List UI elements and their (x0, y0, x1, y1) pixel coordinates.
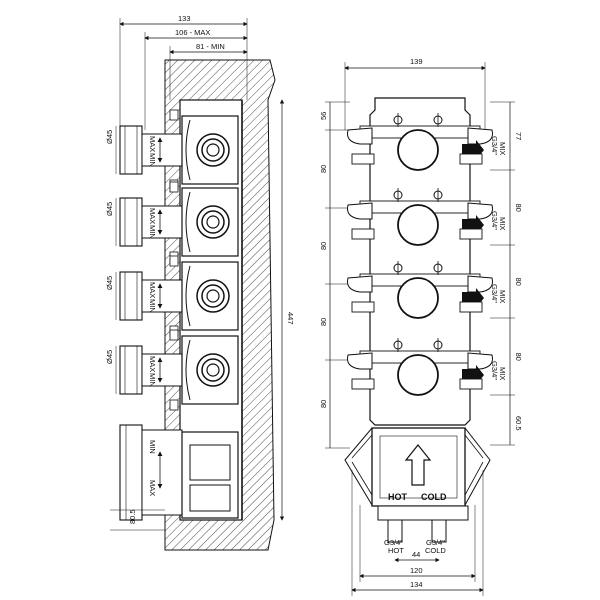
front-module: G3/4"MIX (347, 113, 507, 171)
outlet-thread-label: G3/4" (490, 361, 499, 380)
hot-label: HOT (388, 492, 408, 502)
min-label: MIN (148, 373, 157, 387)
left-dim-label: 80 (319, 242, 328, 250)
right-dim-label: 80 (514, 204, 523, 212)
dim-139: 139 (410, 57, 423, 66)
diameter-label: Ø45 (105, 202, 114, 216)
outlet-mix-label: MIX (498, 290, 507, 303)
min-label: MIN (148, 440, 157, 454)
inlet-block: HOT COLD (344, 427, 491, 543)
side-bottom-dimension: 80.5 (110, 509, 165, 531)
dim-80-5: 80.5 (128, 509, 137, 524)
outlet-mix-label: MIX (498, 367, 507, 380)
outlet-mix-label: MIX (498, 217, 507, 230)
right-dim-label: 77 (514, 132, 523, 140)
dim-134: 134 (410, 580, 423, 589)
dim-120: 120 (410, 566, 423, 575)
up-arrow-icon (404, 444, 432, 486)
min-label: MIN (148, 153, 157, 167)
diameter-label: Ø45 (105, 350, 114, 364)
dim-447: 447 (286, 312, 295, 325)
left-dim-label: 80 (319, 400, 328, 408)
cartridge-icon (397, 129, 439, 171)
cartridge-icon (397, 354, 439, 396)
side-modules: MAXMINØ45MAXMINØ45MAXMINØ45MAXMINØ45MINM… (105, 109, 239, 521)
outlet-thread-label: G3/4" (490, 211, 499, 230)
max-label: MAX (148, 480, 157, 496)
cold-label: COLD (421, 492, 447, 502)
inlet-cold-thread: G3/4" (426, 538, 445, 547)
outlet-thread-label: G3/4" (490, 284, 499, 303)
dim-106-max: 106 - MAX (175, 28, 210, 37)
front-bottom-dimensions: 44 120 134 (351, 470, 484, 596)
dim-133: 133 (178, 14, 191, 23)
left-dim-label: 80 (319, 318, 328, 326)
side-right-dimension: 447 (279, 99, 295, 521)
outlet-thread-label: G3/4" (490, 136, 499, 155)
diameter-label: Ø45 (105, 276, 114, 290)
inlet-cold-name: COLD (425, 546, 446, 555)
dim-81-min: 81 - MIN (196, 42, 225, 51)
side-module: MIN MAX (119, 424, 239, 521)
side-top-dimensions: 133 106 - MAX 81 - MIN (119, 14, 248, 130)
left-dim-label: 80 (319, 165, 328, 173)
min-label: MIN (148, 225, 157, 239)
outlet-mix-label: MIX (498, 142, 507, 155)
cartridge-icon (397, 277, 439, 319)
min-label: MIN (148, 299, 157, 313)
right-dim-label: 80 (514, 278, 523, 286)
inlet-hot-name: HOT (388, 546, 404, 555)
side-view: 133 106 - MAX 81 - MIN 447 MAXMINØ45MAXM… (105, 14, 295, 551)
dim-44: 44 (412, 550, 420, 559)
inlet-hot-thread: G3/4" (384, 538, 403, 547)
front-module: G3/4"MIX (347, 261, 507, 319)
max-label: MAX (148, 356, 157, 372)
right-dim-label: 60.5 (514, 416, 523, 431)
diameter-label: Ø45 (105, 130, 114, 144)
cartridge-icon (397, 204, 439, 246)
front-module: G3/4"MIX (347, 188, 507, 246)
right-dim-label: 80 (514, 353, 523, 361)
left-dim-label: 56 (319, 112, 328, 120)
front-module: G3/4"MIX (347, 338, 507, 396)
front-left-dims: 56 80 80 80 80 (319, 101, 350, 449)
max-label: MAX (148, 136, 157, 152)
max-label: MAX (148, 282, 157, 298)
front-right-dims: 77 80 80 80 60.5 (490, 101, 523, 446)
max-label: MAX (148, 208, 157, 224)
